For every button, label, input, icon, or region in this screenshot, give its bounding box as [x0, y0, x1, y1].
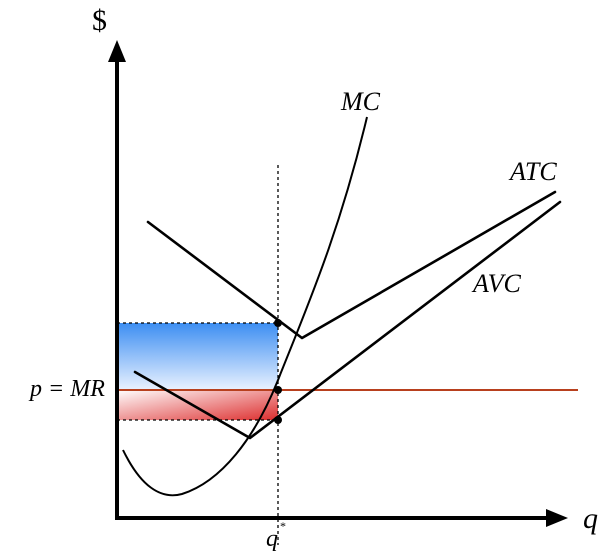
avc-intersection-point [274, 416, 282, 424]
atc-label: ATC [508, 157, 557, 186]
quantity-label: q [266, 526, 278, 552]
atc-curve [146, 190, 557, 340]
avc-curve [133, 200, 562, 440]
mc-label: MC [340, 87, 381, 116]
price-label: p = MR [28, 376, 105, 402]
x-axis-arrowhead [546, 509, 568, 527]
quantity-label-superscript: * [280, 519, 286, 533]
atc-intersection-point [274, 319, 282, 327]
loss-area-lower [117, 390, 278, 420]
price-intersection-point [274, 386, 282, 394]
y-axis-arrowhead [108, 40, 126, 62]
x-axis-label: q [583, 502, 598, 535]
loss-area-upper [117, 323, 278, 390]
y-axis-label: $ [92, 4, 107, 37]
mc-curve [122, 116, 368, 497]
avc-label: AVC [471, 269, 521, 298]
